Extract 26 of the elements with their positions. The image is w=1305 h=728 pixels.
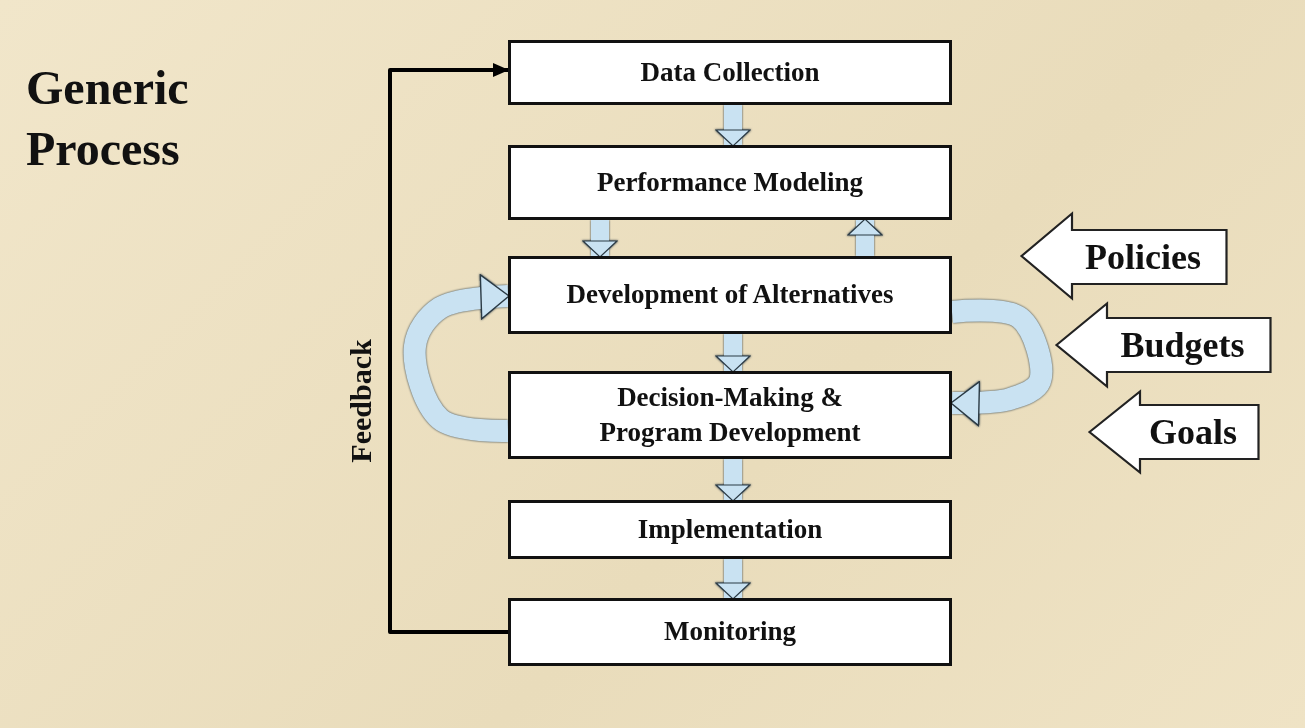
arrow-label: Policies <box>1085 235 1201 279</box>
block-arrow <box>582 220 618 258</box>
box-label: Data Collection <box>640 55 820 89</box>
block-arrow <box>715 459 751 502</box>
process-box <box>508 40 952 105</box>
arrow-label: Goals <box>1149 410 1237 454</box>
box-label: Decision-Making & Program Development <box>598 380 862 449</box>
block-arrow <box>715 105 751 147</box>
box-label: Performance Modeling <box>596 165 864 199</box>
process-box <box>508 256 952 334</box>
title: Generic Process <box>26 60 190 177</box>
feedback-arrow <box>388 63 509 634</box>
block-arrow <box>715 559 751 600</box>
process-box <box>508 371 952 459</box>
block-arrow <box>847 218 883 256</box>
edge-label: Feedback <box>343 339 378 463</box>
process-box <box>508 145 952 220</box>
curved-arrow <box>950 299 1053 427</box>
process-box <box>508 598 952 666</box>
box-label: Monitoring <box>664 615 796 649</box>
box-label: Implementation <box>637 512 823 546</box>
process-box <box>508 500 952 559</box>
arrow-label: Budgets <box>1120 323 1245 367</box>
block-arrow <box>715 334 751 373</box>
curved-arrow <box>403 274 510 443</box>
box-label: Development of Alternatives <box>566 278 894 312</box>
